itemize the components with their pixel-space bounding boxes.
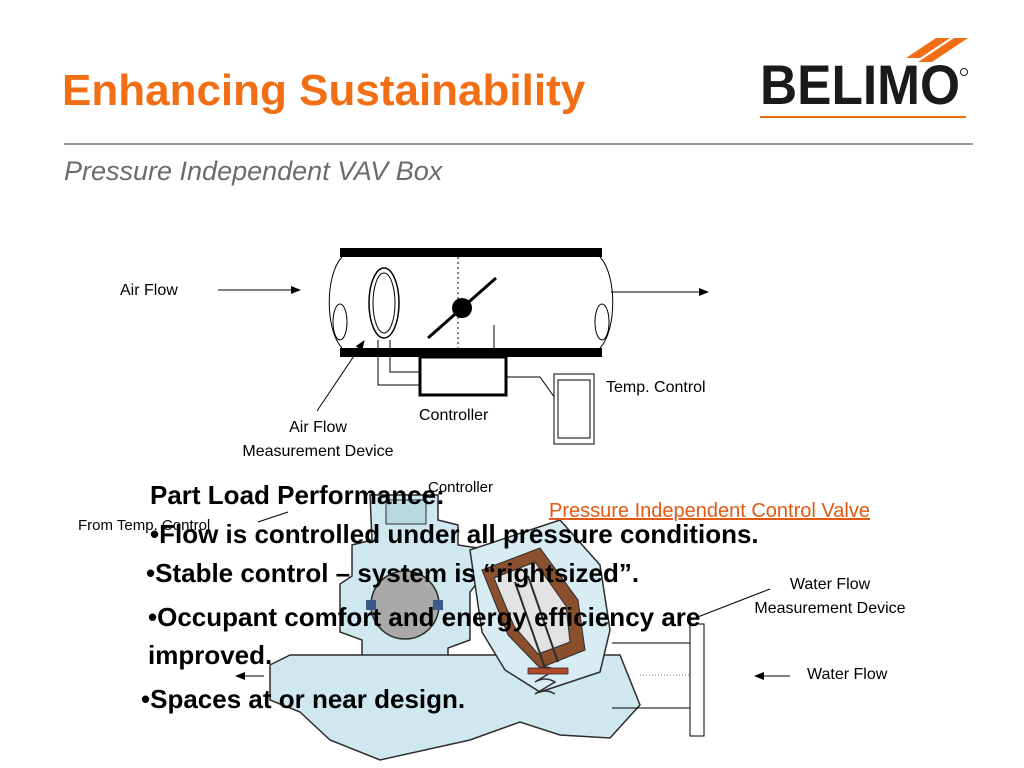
air-flow-ring — [368, 267, 400, 339]
part-load-heading: Part Load Performance: — [150, 480, 445, 510]
damper — [427, 276, 497, 340]
bullet-item: •Occupant comfort and energy efficiency … — [148, 602, 701, 632]
controller-label: Controller — [419, 407, 489, 424]
bullet-item: •Spaces at or near design. — [141, 684, 466, 714]
water-measurement-label-2: Measurement Device — [754, 600, 906, 617]
control-valve-illustration — [269, 494, 641, 761]
bullet-item-continuation: improved. — [148, 640, 273, 670]
temp-control-label: Temp. Control — [606, 379, 706, 396]
bullet-item: •Stable control – system is “rightsized”… — [146, 558, 640, 588]
measurement-label-1: Air Flow — [289, 419, 347, 436]
measurement-label-2: Measurement Device — [242, 443, 394, 460]
water-flow-label: Water Flow — [807, 666, 888, 683]
page-subtitle: Pressure Independent VAV Box — [64, 156, 443, 186]
from-temp-control-label: From Temp. Control — [78, 517, 211, 534]
water-flow-device — [612, 588, 771, 737]
water-measurement-label-1: Water Flow — [789, 576, 871, 593]
page-title: Enhancing Sustainability — [62, 66, 586, 115]
bullet-item: •Flow is controlled under all pressure c… — [150, 519, 759, 549]
vav-controller — [377, 325, 556, 399]
valve-controller-label: Controller — [428, 479, 494, 496]
header-divider — [64, 143, 973, 145]
svg-text:BELIMO: BELIMO — [760, 53, 960, 116]
vav-box-duct — [328, 248, 614, 357]
thermostat — [553, 373, 595, 445]
belimo-logo: BELIMO — [760, 38, 968, 118]
air-flow-label: Air Flow — [120, 282, 178, 299]
pressure-independent-valve-link[interactable]: Pressure Independent Control Valve — [549, 500, 870, 522]
